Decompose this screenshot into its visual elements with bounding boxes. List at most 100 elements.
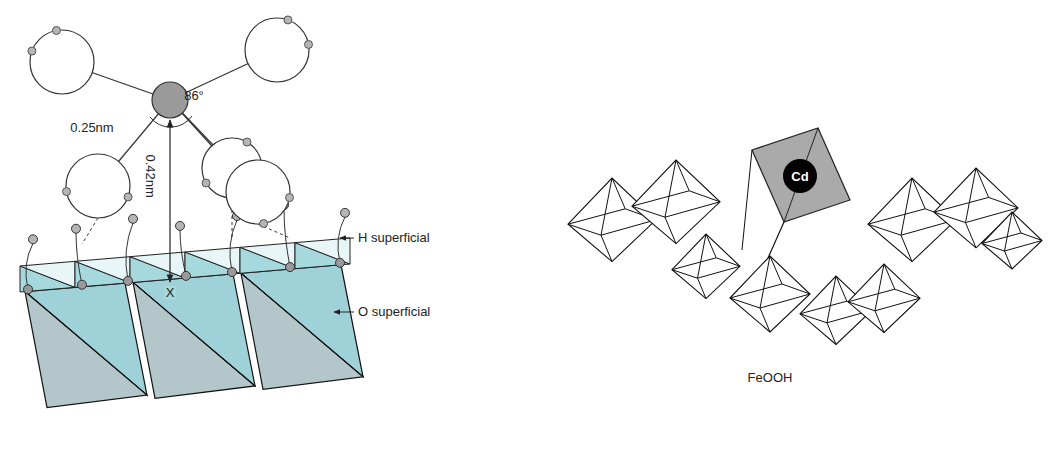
surface-hydrogen — [176, 221, 185, 230]
surface-face — [75, 257, 130, 283]
atom-symbol: Cd — [791, 170, 808, 183]
distance-label: 0.25nm — [70, 121, 113, 135]
surface-oxygen — [182, 271, 191, 280]
water-hydrogen — [305, 40, 313, 48]
hydrated-cadmium — [28, 16, 354, 312]
octahedron-edge — [848, 302, 875, 311]
octahedron-edge — [884, 264, 895, 289]
octahedron-face — [25, 292, 147, 408]
octahedron-edge — [665, 217, 676, 243]
surface-oxygen — [78, 280, 87, 289]
octahedron-edge — [601, 220, 656, 235]
octahedron-edge — [782, 284, 810, 294]
surface-label: O superficial — [358, 305, 430, 319]
surface-face — [130, 252, 185, 278]
octahedron-face — [133, 282, 255, 398]
surface-atoms — [24, 201, 350, 294]
angle-arc — [150, 116, 192, 127]
cd-octahedron — [752, 128, 850, 222]
octahedron-edge — [895, 289, 920, 298]
octahedron-edge — [676, 160, 689, 191]
octahedron-edge — [934, 212, 966, 223]
octahedron-edge — [672, 270, 698, 279]
octahedron-edge — [698, 234, 707, 278]
octahedron-edge — [912, 178, 925, 209]
pointer-line — [334, 312, 354, 313]
octahedron-edge — [241, 273, 363, 377]
octahedron-edge — [800, 314, 827, 323]
distance-arrow — [169, 120, 170, 282]
octahedron-outline — [672, 234, 740, 299]
octahedron-edge — [612, 178, 625, 209]
octahedron-edge — [672, 258, 716, 270]
octahedron-edge — [1005, 251, 1013, 269]
octahedron-outline — [848, 264, 920, 332]
cadmium-ion — [152, 82, 188, 118]
distance-label: 0.42nm — [143, 154, 157, 197]
cd-link — [742, 150, 752, 250]
octahedron-edge — [601, 178, 612, 235]
octahedron-edge — [760, 294, 810, 308]
cadmium-atom: Cd — [783, 159, 817, 193]
pointer-line — [340, 238, 354, 239]
feooh-network — [568, 128, 1042, 344]
octahedron-edge — [698, 266, 741, 278]
octahedron-edge — [698, 278, 707, 298]
surface-hydrogen — [341, 208, 350, 217]
octahedron-edge — [730, 298, 760, 308]
octahedron-edge — [982, 244, 1005, 252]
octahedron-edge — [827, 323, 836, 345]
water-oxygen — [30, 30, 94, 94]
octahedron-edge — [827, 276, 836, 323]
octahedron-edge — [25, 292, 147, 396]
octahedron-face — [241, 273, 363, 389]
oh-bond — [284, 209, 290, 267]
water-oxygen — [66, 154, 130, 218]
octahedron-edge — [875, 298, 920, 311]
surface-oxygen — [286, 263, 295, 272]
oh-bond — [338, 217, 345, 263]
surface-oxygen — [24, 285, 33, 294]
octahedron-edge — [836, 276, 847, 301]
octahedron-edge — [966, 168, 977, 223]
octahedron-outline — [568, 178, 656, 262]
water-hydrogen — [52, 26, 60, 34]
octahedron-edge — [706, 234, 716, 258]
water-hydrogen — [286, 194, 294, 202]
octahedron-edge — [665, 160, 676, 217]
water-oxygen — [245, 18, 309, 82]
point-label: X — [164, 286, 177, 300]
water-hydrogen — [202, 179, 210, 187]
octahedron-edge — [1005, 241, 1043, 252]
octahedron-edge — [848, 289, 895, 302]
water-hydrogen — [260, 220, 268, 228]
oh-bond — [76, 233, 82, 285]
octahedron-edge — [770, 256, 782, 284]
cd-octahedron-edge — [784, 128, 818, 222]
water-hydrogen — [62, 188, 70, 196]
water-hydrogen — [284, 16, 292, 24]
oh-bond — [180, 230, 186, 276]
angle-label: 86° — [184, 89, 204, 103]
surface-hydrogen — [129, 214, 138, 223]
octahedron-edge — [800, 301, 847, 314]
surface-hydrogen — [29, 235, 38, 244]
octahedron-outline — [730, 256, 810, 332]
octahedron-edge — [901, 235, 912, 261]
octahedron-edge — [868, 209, 925, 224]
octahedron-edge — [1021, 233, 1042, 241]
surface-layer — [20, 238, 350, 292]
octahedron-edge — [875, 311, 884, 333]
octahedron-edge — [976, 168, 989, 197]
octahedron-edge — [665, 202, 720, 217]
surface-hydrogen — [72, 224, 81, 233]
octahedron-outline — [982, 212, 1042, 269]
octahedron-edge — [760, 256, 770, 308]
hydrogen-bond — [82, 218, 98, 244]
surface-oxygen — [336, 258, 345, 267]
octahedron-edge — [632, 191, 689, 206]
octahedron-edge — [760, 308, 770, 332]
water-hydrogen — [124, 193, 132, 201]
